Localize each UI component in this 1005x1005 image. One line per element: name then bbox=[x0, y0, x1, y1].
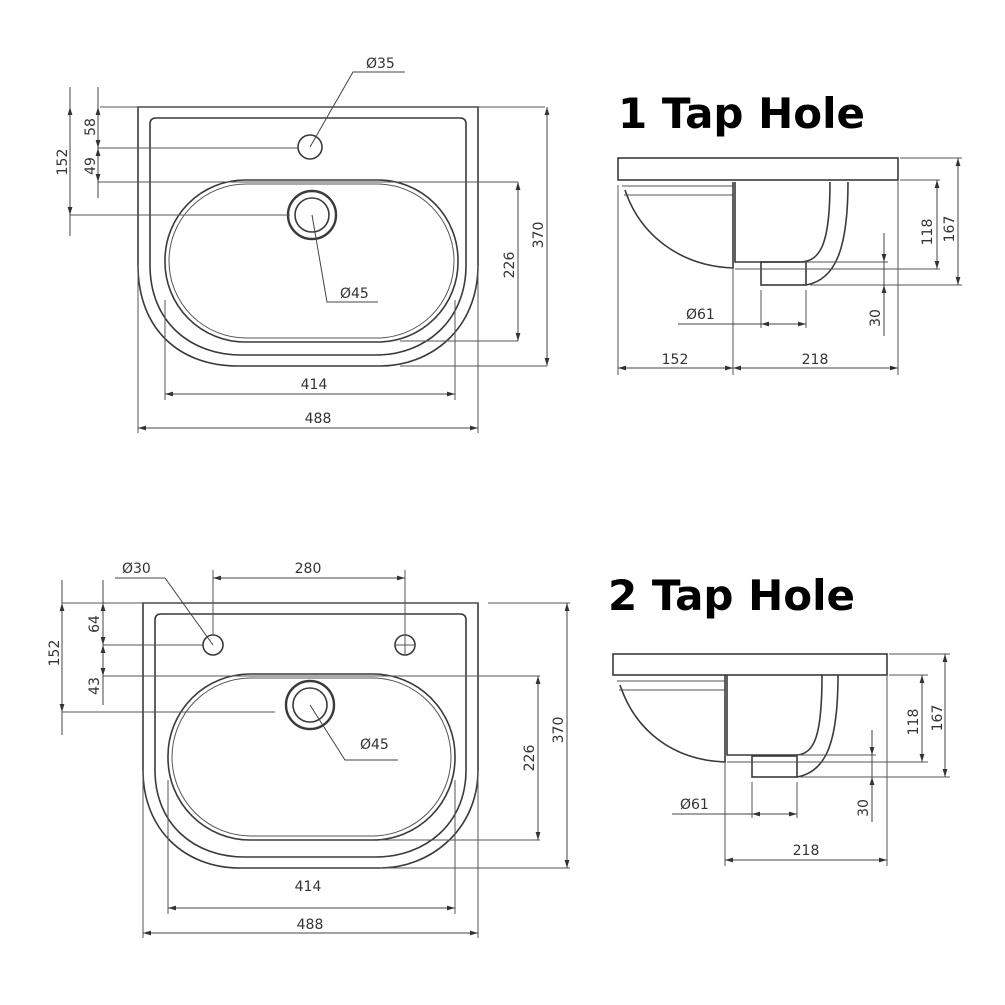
dim-43: 43 bbox=[87, 677, 103, 695]
dim-370: 370 bbox=[551, 717, 567, 744]
dim-488: 488 bbox=[305, 411, 332, 427]
basin-side-curve bbox=[619, 675, 726, 763]
side-dim-118: 118 bbox=[906, 709, 922, 736]
side-waste-diameter: Ø61 bbox=[686, 307, 715, 323]
basin-rim bbox=[154, 613, 467, 858]
dim-152: 152 bbox=[47, 640, 63, 667]
side-dim-167: 167 bbox=[930, 705, 946, 732]
bowl-outline bbox=[167, 673, 456, 841]
waste-diameter: Ø45 bbox=[340, 286, 369, 302]
bowl-side bbox=[726, 674, 823, 756]
basin-outline bbox=[142, 602, 479, 869]
title-1-tap-hole: 1 Tap Hole bbox=[618, 89, 865, 138]
one-tap-side-view: 167 118 30 Ø61 152 218 bbox=[617, 157, 962, 375]
dim-370: 370 bbox=[531, 222, 547, 249]
two-tap-side-view: 167 118 30 Ø61 218 bbox=[612, 653, 950, 866]
dim-49: 49 bbox=[83, 157, 99, 175]
basin-top-slab bbox=[612, 653, 888, 676]
bowl-outline bbox=[164, 179, 459, 343]
waste-diameter: Ø45 bbox=[360, 737, 389, 753]
tap-hole-diameter: Ø35 bbox=[366, 56, 395, 72]
basin-top-slab bbox=[617, 157, 899, 181]
dim-226: 226 bbox=[522, 745, 538, 772]
dim-414: 414 bbox=[295, 879, 322, 895]
title-2-tap-hole: 2 Tap Hole bbox=[608, 571, 855, 620]
side-dim-30: 30 bbox=[868, 309, 884, 327]
tap-hole-diameter: Ø30 bbox=[122, 561, 151, 577]
side-dim-118: 118 bbox=[920, 219, 936, 246]
one-tap-plan-view: 152 58 49 226 370 414 488 Ø35 Ø45 bbox=[55, 56, 550, 433]
dim-488: 488 bbox=[297, 917, 324, 933]
dim-64: 64 bbox=[87, 615, 103, 633]
tap-hole bbox=[297, 134, 323, 160]
side-dim-152: 152 bbox=[662, 352, 689, 368]
waste-pipe bbox=[751, 755, 798, 778]
basin-side-curve bbox=[624, 182, 734, 269]
bowl-side bbox=[734, 181, 831, 263]
basin-rim bbox=[149, 117, 467, 356]
dim-152: 152 bbox=[55, 149, 71, 176]
waste-pipe bbox=[760, 261, 807, 286]
side-dim-218: 218 bbox=[793, 843, 820, 859]
dim-226: 226 bbox=[502, 252, 518, 279]
two-tap-plan-view: 152 64 43 280 Ø30 226 370 414 488 Ø45 bbox=[47, 561, 570, 938]
side-waste-diameter: Ø61 bbox=[680, 797, 709, 813]
side-dim-30: 30 bbox=[856, 799, 872, 817]
side-dim-218: 218 bbox=[802, 352, 829, 368]
dim-414: 414 bbox=[301, 377, 328, 393]
waste-outlet bbox=[284, 679, 336, 731]
tap-spacing-280: 280 bbox=[295, 561, 322, 577]
dim-58: 58 bbox=[83, 118, 99, 136]
basin-outline bbox=[137, 106, 479, 367]
side-dim-167: 167 bbox=[942, 216, 958, 243]
